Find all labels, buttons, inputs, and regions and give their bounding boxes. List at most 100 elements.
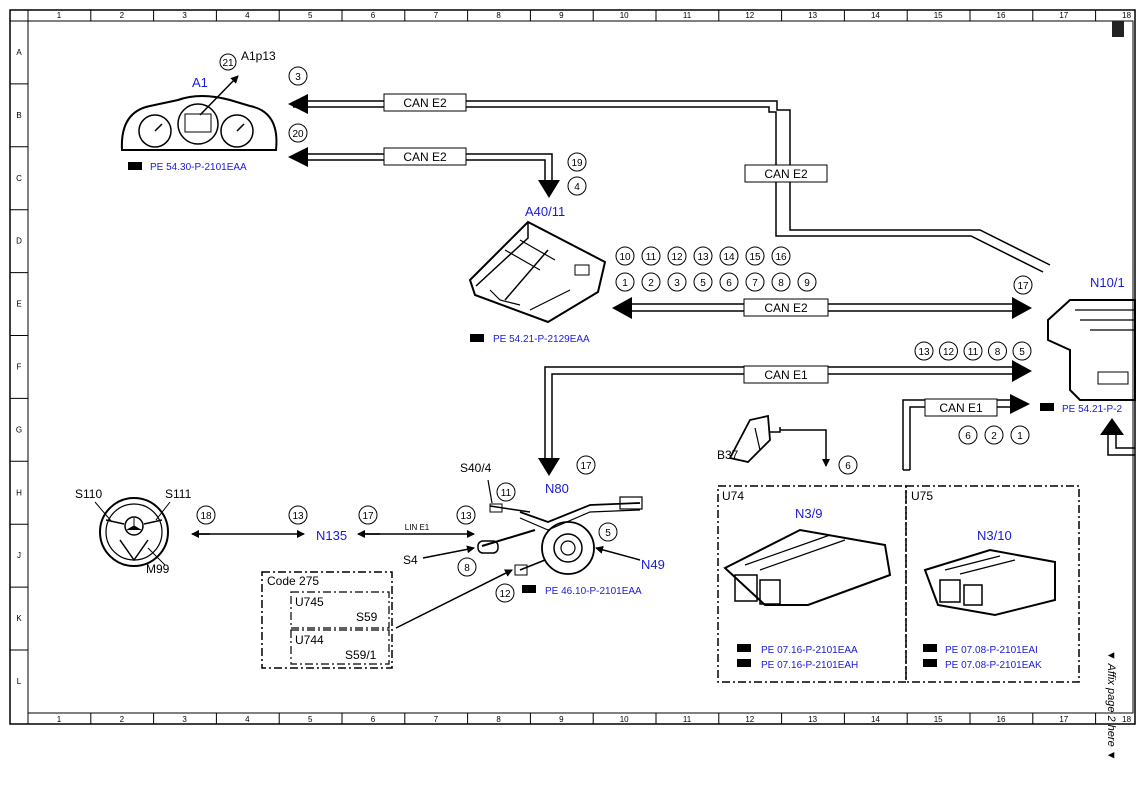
pin-5-n49: 5 [598, 522, 618, 542]
can-e2-line-to-a1 [288, 94, 1051, 273]
pin-18: 18 [196, 505, 216, 525]
svg-text:16: 16 [775, 252, 787, 263]
pin-17-n80: 17 [576, 455, 596, 475]
label-n49: N49 [641, 557, 665, 572]
label-s4: S4 [403, 553, 418, 567]
grid-col-label: 18 [1122, 715, 1131, 724]
svg-text:1: 1 [1017, 431, 1023, 442]
label-s59: S59 [356, 610, 378, 624]
engine-ecu-n3-9[interactable] [723, 528, 892, 606]
ecu-n3-10[interactable] [923, 548, 1056, 617]
ref-n3-9-b[interactable]: PE 07.16-P-2101EAH [737, 659, 858, 671]
grid-col-label: 14 [871, 715, 880, 724]
control-unit-a40-11[interactable] [468, 220, 607, 324]
grid-row-label: B [16, 111, 21, 120]
pin-17-n135: 17 [358, 505, 378, 525]
steering-column-module-n80[interactable] [477, 496, 643, 576]
svg-text:12: 12 [671, 252, 683, 263]
pin-1: 1 [615, 272, 635, 292]
svg-text:1: 1 [622, 278, 628, 289]
pin-6: 6 [719, 272, 739, 292]
label-s111: S111 [165, 487, 192, 501]
pin-11: 11 [963, 341, 983, 361]
svg-text:21: 21 [222, 58, 234, 69]
grid-row-label: F [17, 363, 22, 372]
ref-n80[interactable]: PE 46.10-P-2101EAA [522, 585, 642, 597]
pin-20: 20 [288, 123, 308, 143]
grid-row-label: D [16, 237, 22, 246]
svg-text:11: 11 [968, 347, 979, 358]
grid-col-label: 1 [57, 715, 62, 724]
steering-wheel[interactable] [94, 497, 171, 567]
pin-16: 16 [771, 246, 791, 266]
label-u75: U75 [911, 489, 933, 503]
grid-col-label: 4 [245, 11, 250, 20]
svg-text:13: 13 [918, 347, 930, 358]
grid-row-label: L [17, 677, 22, 686]
label-s59-1: S59/1 [345, 648, 377, 662]
ref-n3-10-b[interactable]: PE 07.08-P-2101EAK [923, 659, 1042, 671]
svg-text:20: 20 [292, 129, 304, 140]
ref-n3-9-a[interactable]: PE 07.16-P-2101EAA [737, 644, 858, 656]
pin-6: 6 [958, 425, 978, 445]
ref-a1[interactable]: PE 54.30-P-2101EAA [128, 162, 247, 173]
ref-n3-10-a[interactable]: PE 07.08-P-2101EAI [923, 644, 1038, 656]
svg-text:PE 07.16-P-2101EAA: PE 07.16-P-2101EAA [761, 645, 858, 656]
svg-text:2: 2 [648, 278, 654, 289]
pin-11: 11 [641, 246, 661, 266]
label-a1: A1 [192, 75, 208, 90]
svg-text:7: 7 [752, 278, 758, 289]
side-note: ▼ Affix page 2 here ▼ [1105, 650, 1117, 761]
pin-19: 19 [567, 152, 587, 172]
pin-13-n135: 13 [288, 505, 308, 525]
instrument-cluster-a1[interactable] [120, 75, 278, 151]
svg-text:PE 54.21-P-2129EAA: PE 54.21-P-2129EAA [493, 334, 590, 345]
module-n10-1[interactable] [1047, 299, 1136, 401]
pin-13: 13 [693, 246, 713, 266]
svg-text:12: 12 [499, 589, 511, 600]
pin-2: 2 [984, 425, 1004, 445]
can-e2-line-a1-a40 [288, 147, 560, 198]
grid-col-label: 17 [1059, 715, 1068, 724]
svg-text:18: 18 [200, 511, 212, 522]
pin-9: 9 [797, 272, 817, 292]
grid-col-label: 4 [245, 715, 250, 724]
grid-col-label: 5 [308, 11, 313, 20]
svg-text:5: 5 [700, 278, 706, 289]
ref-n10[interactable]: PE 54.21-P-2 [1040, 403, 1122, 415]
grid-col-label: 14 [871, 11, 880, 20]
label-u74: U74 [722, 489, 744, 503]
svg-text:PE 54.30-P-2101EAA: PE 54.30-P-2101EAA [150, 162, 247, 173]
pin-17-n10: 17 [1013, 275, 1033, 295]
grid-row-label: H [16, 488, 22, 497]
svg-text:15: 15 [749, 252, 761, 263]
label-m99: M99 [146, 562, 170, 576]
svg-text:4: 4 [574, 182, 580, 193]
grid-col-label: 15 [934, 715, 943, 724]
pin-15: 15 [745, 246, 765, 266]
grid-col-label: 7 [434, 11, 439, 20]
ref-a40[interactable]: PE 54.21-P-2129EAA [470, 334, 590, 345]
can-e2-label-2: CAN E2 [403, 150, 447, 164]
grid-col-label: 3 [182, 11, 187, 20]
svg-text:6: 6 [726, 278, 732, 289]
svg-text:11: 11 [646, 252, 657, 263]
svg-text:17: 17 [1017, 281, 1029, 292]
grid-col-label: 8 [496, 715, 501, 724]
pin-4: 4 [567, 176, 587, 196]
svg-text:6: 6 [965, 431, 971, 442]
grid-col-label: 7 [434, 715, 439, 724]
grid-row-label: A [16, 48, 22, 57]
grid-col-label: 13 [808, 11, 817, 20]
label-u745: U745 [295, 595, 324, 609]
svg-text:3: 3 [295, 72, 301, 83]
svg-text:3: 3 [674, 278, 680, 289]
svg-text:8: 8 [995, 347, 1001, 358]
pedal-sensor-b37[interactable] [728, 414, 830, 467]
svg-text:8: 8 [778, 278, 784, 289]
label-code-275: Code 275 [267, 574, 319, 588]
pin-6-b37: 6 [838, 455, 858, 475]
